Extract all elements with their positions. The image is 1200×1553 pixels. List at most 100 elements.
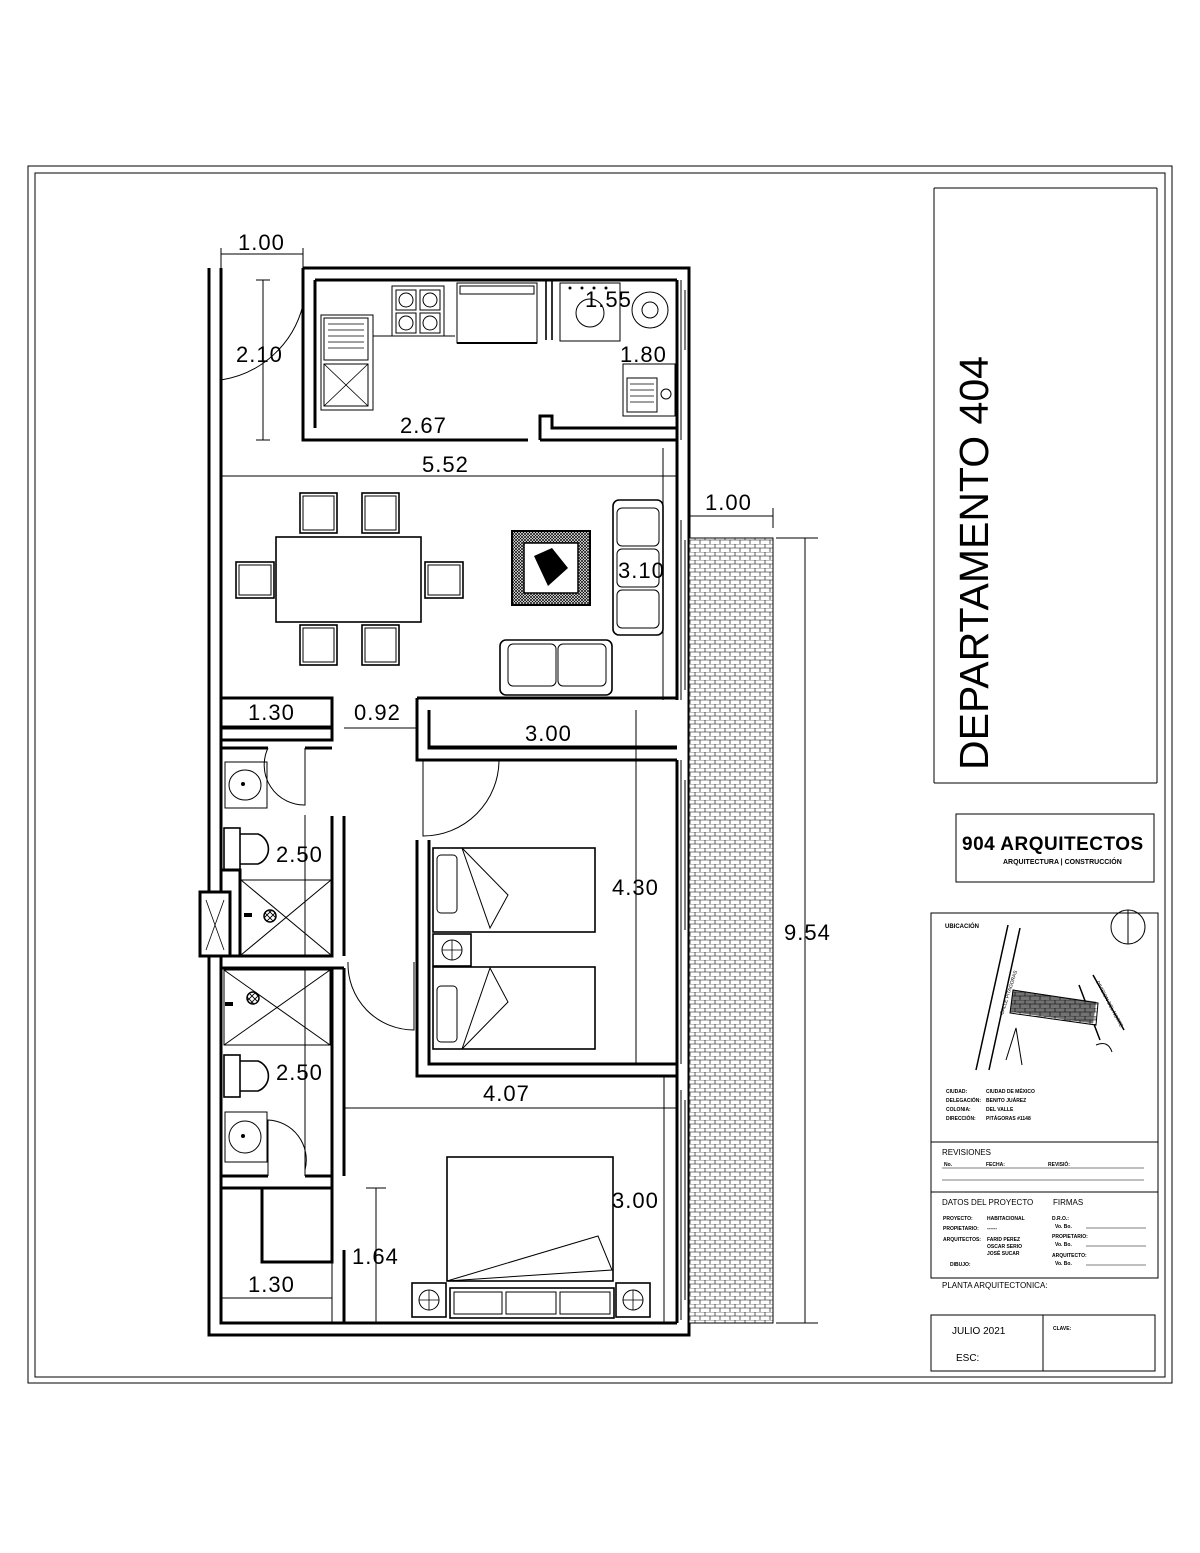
bathroom-2-fixtures: [223, 969, 331, 1163]
bedroom-2-furniture: [432, 847, 596, 1050]
title-block: DEPARTAMENTO 404 904 ARQUITECTOS ARQUITE…: [930, 187, 1159, 1372]
field-label: PROPIETARIO:: [943, 1226, 979, 1232]
single-bed: [432, 847, 596, 933]
bedroom-2-door: [422, 759, 500, 837]
bedroom-2-door-lower: [347, 961, 415, 1031]
bathroom-1-fixtures: [205, 761, 332, 956]
location-heading: UBICACIÓN: [945, 922, 979, 930]
dim-label: 0.92: [354, 700, 401, 725]
chair: [424, 561, 464, 599]
dim-label: 3.10: [618, 558, 665, 583]
field-label: DELEGACIÓN:: [946, 1096, 981, 1104]
field-label: Vo. Bo.: [1055, 1242, 1072, 1248]
field-label: DIBUJO:: [950, 1262, 971, 1268]
field-label: PROYECTO:: [943, 1216, 973, 1222]
field-value: OSCAR SERIO: [987, 1244, 1022, 1250]
street-label: DIVISION DEL NORTE: [1094, 980, 1124, 1029]
field-label: COLONIA:: [946, 1107, 971, 1113]
dim-label: 3.00: [612, 1188, 659, 1213]
field-value: HABITACIONAL: [987, 1216, 1025, 1222]
dim-label: 4.07: [483, 1081, 530, 1106]
exterior-wall-left: [207, 268, 691, 1337]
dim-label: 5.52: [422, 452, 469, 477]
kitchen-wall: [301, 268, 677, 442]
field-value: CIUDAD DE MÉXICO: [986, 1087, 1035, 1095]
laundry-partition: [545, 280, 553, 340]
floor-plan: 1.00 2.10 2.67 1.55 1.80 5.52 1.00 3.10 …: [198, 230, 831, 1337]
dim-label: 1.55: [585, 287, 632, 312]
field-value: FARID PEREZ: [987, 1237, 1020, 1243]
scale-label: ESC:: [956, 1353, 979, 1364]
stove: [391, 285, 445, 337]
exterior-wall-right: [675, 280, 691, 1323]
toilet: [223, 827, 270, 871]
revisions-col-no: No.: [944, 1162, 953, 1168]
bedroom-2-walls: [415, 840, 677, 1078]
bath-1-door: [263, 747, 306, 806]
lavatory: [224, 1111, 268, 1163]
nightstand: [411, 1282, 447, 1318]
sheet-inner-frame: [34, 172, 1166, 1378]
dimension-labels: 1.00 2.10 2.67 1.55 1.80 5.52 1.00 3.10 …: [236, 230, 831, 1297]
field-value: ------: [987, 1226, 997, 1232]
dim-label: 2.67: [400, 413, 447, 438]
water-heater: [631, 291, 669, 329]
nightstand: [615, 1282, 651, 1318]
logo-box: [955, 813, 1155, 883]
master-furniture: [411, 1156, 651, 1319]
living-set: [499, 499, 664, 696]
nightstand: [432, 933, 472, 967]
terrace-brick: [688, 537, 774, 1324]
dining-table: [275, 536, 422, 623]
north-arrow: [1110, 909, 1146, 945]
master-walls: [221, 1186, 346, 1323]
dim-label: 3.00: [525, 721, 572, 746]
dimension-lines: [220, 248, 818, 1324]
dim-label: 9.54: [784, 920, 831, 945]
field-label: D.R.O.:: [1052, 1216, 1069, 1222]
dining-set: [235, 492, 464, 666]
shower: [240, 879, 332, 956]
field-value: DEL VALLE: [986, 1107, 1014, 1113]
field-value: PITÁGORAS #1148: [986, 1115, 1031, 1122]
bathroom-1-walls: [221, 746, 346, 958]
signatures-heading: FIRMAS: [1053, 1198, 1083, 1207]
double-bed: [446, 1156, 614, 1282]
dim-label: 2.50: [276, 1060, 323, 1085]
key-label: CLAVE:: [1053, 1326, 1072, 1332]
revisions-col-rev: REVISIÓ:: [1048, 1160, 1070, 1168]
revisions-heading: REVISIONES: [942, 1148, 991, 1157]
dim-label: 2.10: [236, 342, 283, 367]
dim-label: 1.64: [352, 1244, 399, 1269]
sheet-outer-frame: [27, 165, 1173, 1384]
bath-2-door: [267, 1119, 307, 1176]
plan-label: PLANTA ARQUITECTONICA:: [942, 1281, 1048, 1290]
windows-right: [680, 280, 686, 1320]
project-title: DEPARTAMENTO 404: [951, 356, 997, 770]
chair: [299, 624, 338, 666]
location-map: CALLE PITAGORAS DIVISION DEL NORTE: [975, 924, 1125, 1071]
single-bed: [432, 966, 596, 1050]
entry-door-swing: [220, 280, 304, 381]
location-box: [930, 912, 1159, 1279]
project-data-heading: DATOS DEL PROYECTO: [942, 1198, 1033, 1207]
chair: [235, 561, 275, 599]
living-bottom-wall: [221, 696, 334, 742]
dim-label: 1.00: [238, 230, 285, 255]
laundry-sink: [622, 363, 676, 417]
field-label: CIUDAD:: [946, 1089, 967, 1095]
date-label: JULIO 2021: [952, 1326, 1006, 1337]
dim-label: 1.30: [248, 1272, 295, 1297]
exterior-wall-top: [303, 266, 691, 520]
chair: [299, 492, 338, 534]
logo-tagline: ARQUITECTURA | CONSTRUCCIÓN: [1003, 857, 1122, 866]
dim-label: 1.30: [248, 700, 295, 725]
field-value: JOSÉ SUCAR: [987, 1249, 1020, 1257]
lavatory: [224, 761, 268, 809]
dim-label: 2.50: [276, 842, 323, 867]
dim-label: 4.30: [612, 875, 659, 900]
toilet: [223, 1054, 270, 1098]
dim-label: 1.00: [705, 490, 752, 515]
field-label: Vo. Bo.: [1055, 1224, 1072, 1230]
